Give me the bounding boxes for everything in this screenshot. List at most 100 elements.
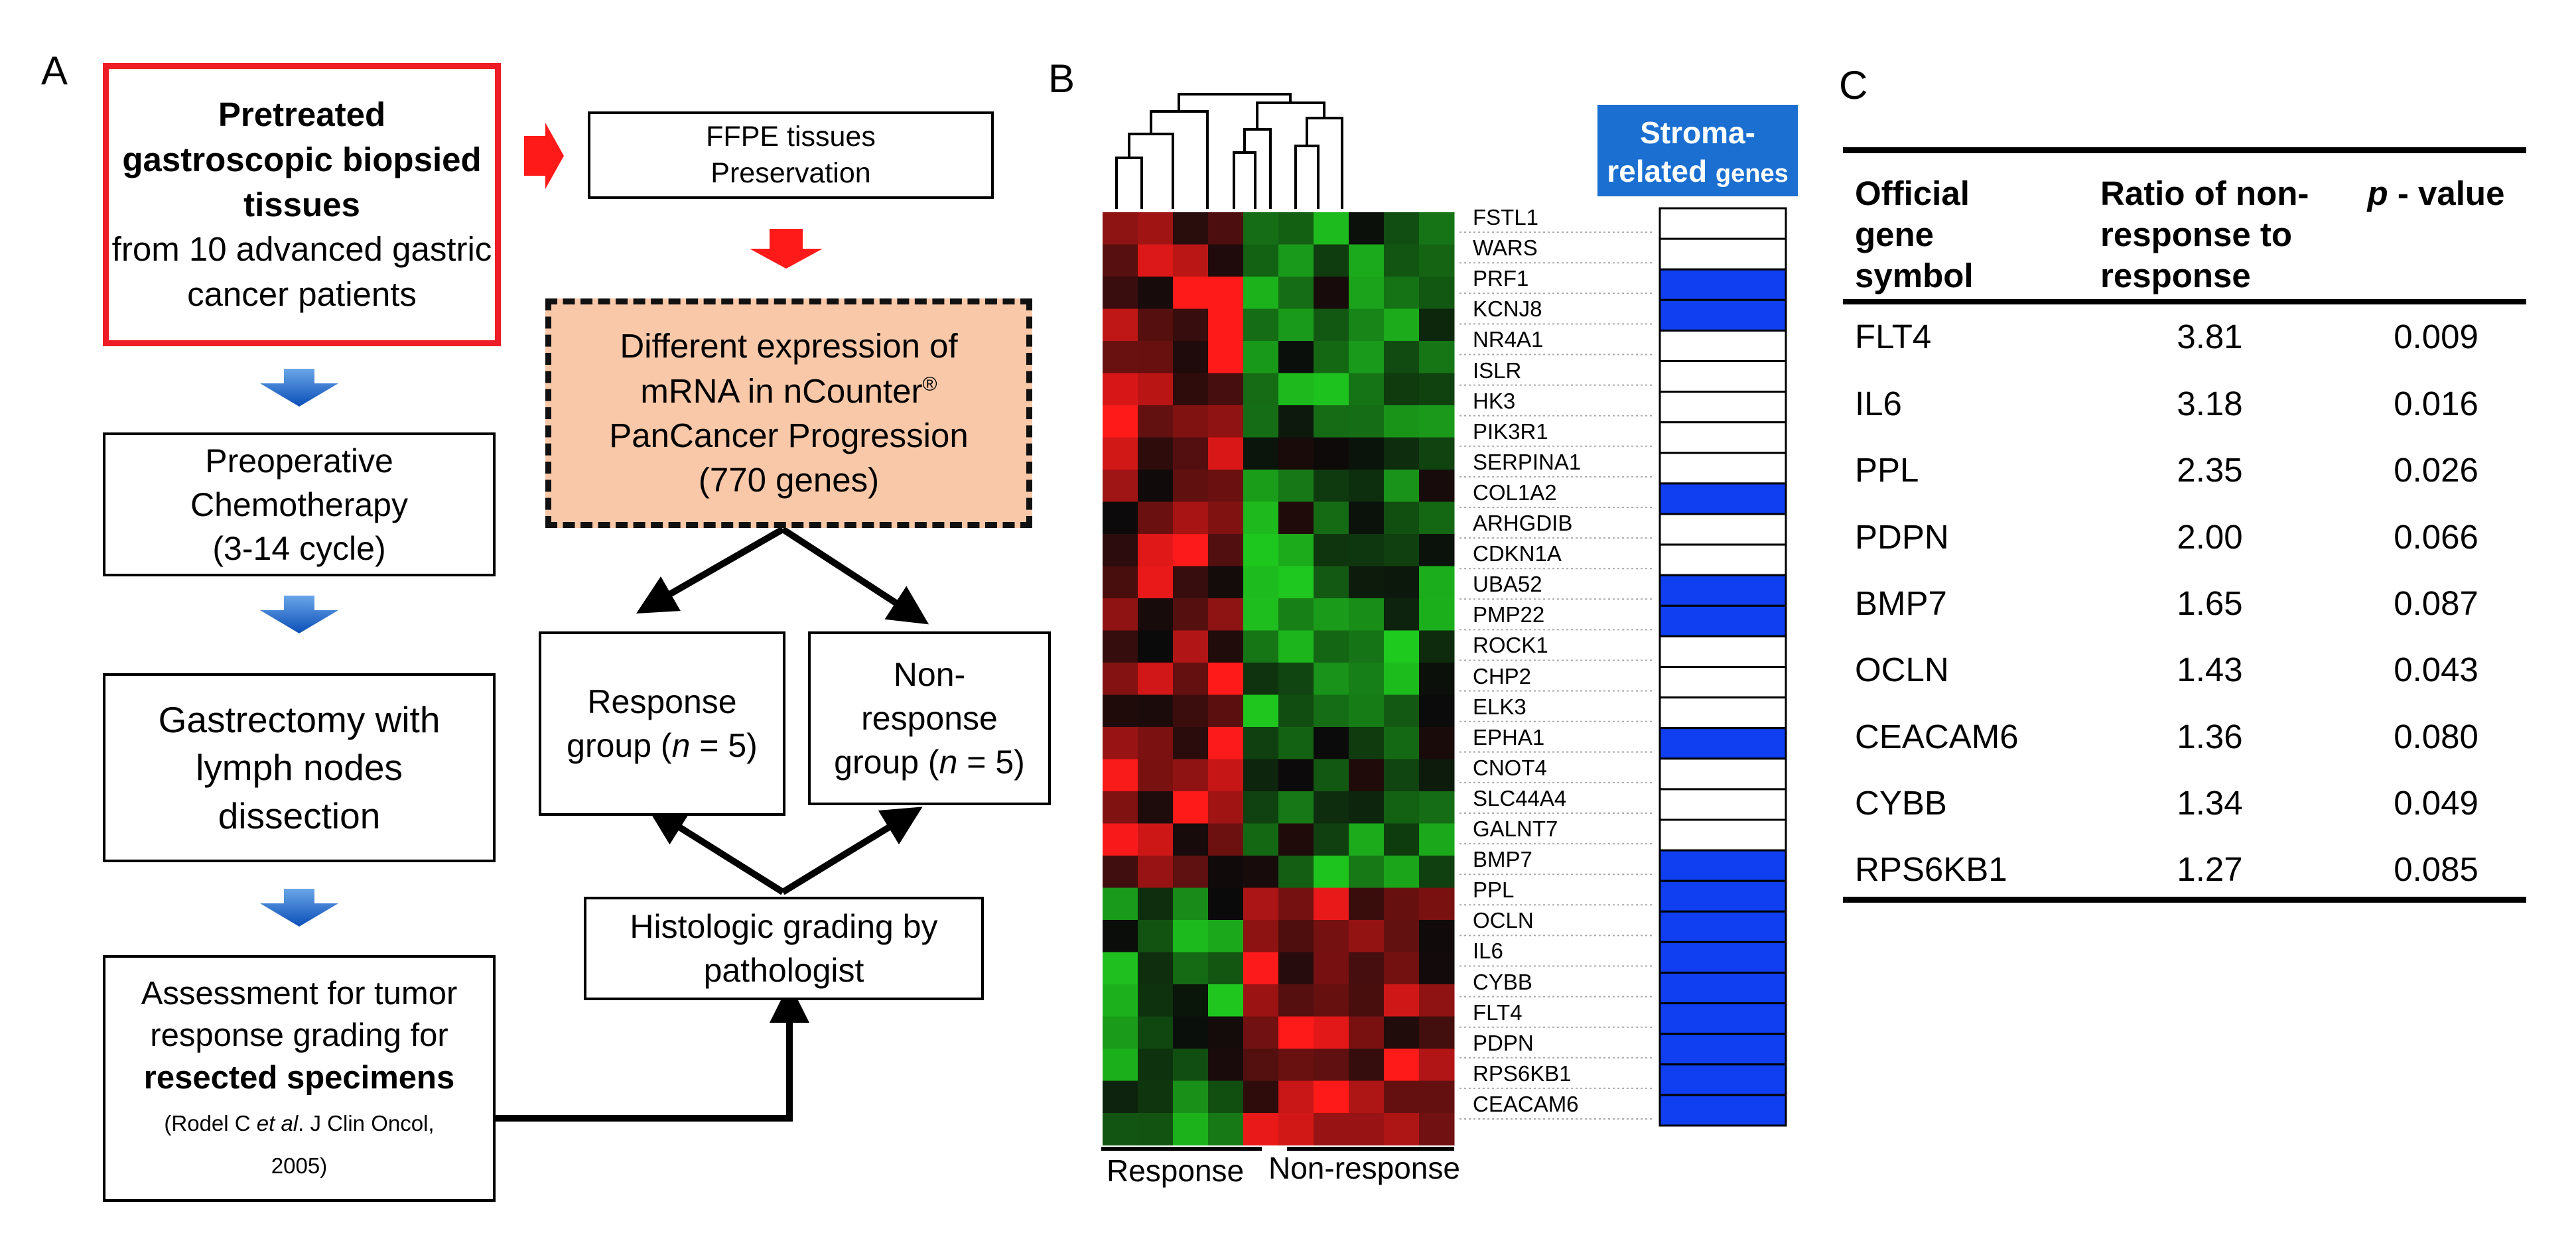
heatmap-cell	[1314, 791, 1349, 824]
heatmap-cell	[1278, 1113, 1314, 1145]
heatmap-cell	[1173, 759, 1209, 792]
gene-label: PMP22	[1473, 602, 1545, 627]
cell-ratio: 1.27	[2177, 850, 2243, 889]
heatmap-cell	[1278, 1016, 1314, 1049]
heatmap-cell	[1349, 1049, 1385, 1081]
heatmap-cell	[1103, 694, 1138, 728]
response-line2: group (	[567, 727, 672, 764]
stroma-flag-cell	[1659, 941, 1787, 974]
stroma-flag-cell	[1659, 972, 1787, 1005]
heatmap-cell	[1349, 952, 1385, 985]
heatmap-cell	[1314, 598, 1349, 631]
heatmap-cell	[1243, 694, 1279, 728]
heatmap-cell	[1208, 727, 1244, 759]
assessment-line1: Assessment for tumor	[141, 975, 458, 1011]
heatmap-cell	[1419, 663, 1455, 695]
gene-label: PRF1	[1473, 266, 1529, 291]
heatmap-cell	[1173, 212, 1209, 245]
gene-label: GALNT7	[1473, 816, 1558, 841]
heatmap-cell	[1208, 663, 1244, 695]
heatmap-cell	[1103, 952, 1138, 985]
heatmap-cell	[1419, 405, 1455, 438]
heatmap-cell	[1243, 598, 1279, 631]
heatmap-cell	[1173, 663, 1209, 695]
heatmap-cell	[1384, 373, 1420, 406]
cell-p-value: 0.066	[2394, 517, 2478, 556]
gene-label: BMP7	[1473, 847, 1532, 872]
cell-p-value: 0.026	[2394, 451, 2478, 489]
heatmap-cell	[1349, 1016, 1385, 1049]
heatmap-cell	[1278, 405, 1314, 438]
heatmap-cell	[1208, 277, 1244, 309]
heatmap-cell	[1208, 1113, 1244, 1145]
gene-label: CYBB	[1473, 969, 1532, 994]
histologic-line1: Histologic grading by	[630, 908, 938, 945]
heatmap-cell	[1278, 952, 1314, 985]
heatmap-cell	[1419, 212, 1455, 245]
heatmap-cell	[1349, 470, 1385, 502]
assessment-line2: response grading for	[150, 1017, 448, 1054]
heatmap-cell	[1278, 308, 1314, 342]
cell-p-value: 0.043	[2394, 651, 2478, 689]
heatmap-cell	[1138, 1080, 1174, 1114]
heatmap-cell	[1419, 470, 1455, 502]
citation-line2: 2005)	[271, 1153, 328, 1178]
heatmap-cell	[1278, 373, 1314, 406]
heatmap-cell	[1208, 759, 1244, 792]
col-header-ratio: Ratio of non-response to response	[2100, 174, 2309, 295]
heatmap-cell	[1419, 277, 1455, 309]
heatmap-cell	[1208, 598, 1244, 631]
dendrogram	[1115, 93, 1343, 209]
heatmap-cell	[1278, 534, 1314, 566]
heatmap-cell	[1384, 856, 1420, 888]
gene-label: NR4A1	[1473, 327, 1544, 352]
stroma-flag-column	[1659, 207, 1787, 1127]
heatmap-cell	[1349, 759, 1385, 792]
heatmap-cell	[1349, 244, 1385, 277]
heatmap-cell	[1419, 984, 1455, 1017]
cell-ratio: 3.81	[2177, 318, 2243, 356]
nonresponse-line3-end: = 5)	[957, 744, 1025, 781]
gene-label: IL6	[1473, 939, 1503, 964]
heatmap-cell	[1278, 663, 1314, 695]
gene-label: WARS	[1473, 235, 1538, 261]
chemo-line3: (3-14 cycle)	[212, 529, 386, 567]
heatmap-cell	[1103, 920, 1138, 952]
gene-label: FLT4	[1473, 1000, 1523, 1025]
heatmap-cell	[1103, 759, 1138, 792]
gene-label: ARHGDIB	[1473, 511, 1573, 535]
cell-gene: CEACAM6	[1855, 717, 2019, 755]
table-header-rule	[1843, 299, 2526, 304]
heatmap-cell	[1278, 887, 1314, 921]
gene-label: CHP2	[1473, 663, 1532, 688]
citation-part2: . J Clin Oncol,	[298, 1110, 435, 1136]
gene-label: FSTL1	[1473, 205, 1539, 229]
heatmap-cell	[1314, 212, 1349, 245]
heatmap-cell	[1384, 341, 1420, 373]
gene-label: KCNJ8	[1473, 296, 1542, 322]
histologic-line2: pathologist	[703, 952, 864, 989]
heatmap-cell	[1349, 308, 1385, 342]
heatmap-cell	[1349, 694, 1385, 728]
heatmap-cell	[1278, 598, 1314, 631]
cell-p-value: 0.009	[2394, 318, 2478, 356]
heatmap-cell	[1278, 984, 1314, 1017]
heatmap-cell	[1243, 277, 1279, 309]
gene-label: HK3	[1473, 388, 1516, 413]
red-arrow-right	[524, 123, 564, 189]
heatmap-cell	[1314, 405, 1349, 438]
cell-ratio: 2.35	[2177, 451, 2243, 489]
heatmap-cell	[1103, 566, 1138, 599]
heatmap-cell	[1243, 791, 1279, 824]
heatmap-cell	[1103, 1080, 1138, 1114]
heatmap-cell	[1208, 534, 1244, 566]
stroma-flag-cell	[1659, 543, 1787, 576]
heatmap-cell	[1349, 566, 1385, 599]
p-value-label: - value	[2388, 174, 2505, 212]
heatmap-cell	[1419, 341, 1455, 373]
heatmap-cell	[1349, 1113, 1385, 1145]
